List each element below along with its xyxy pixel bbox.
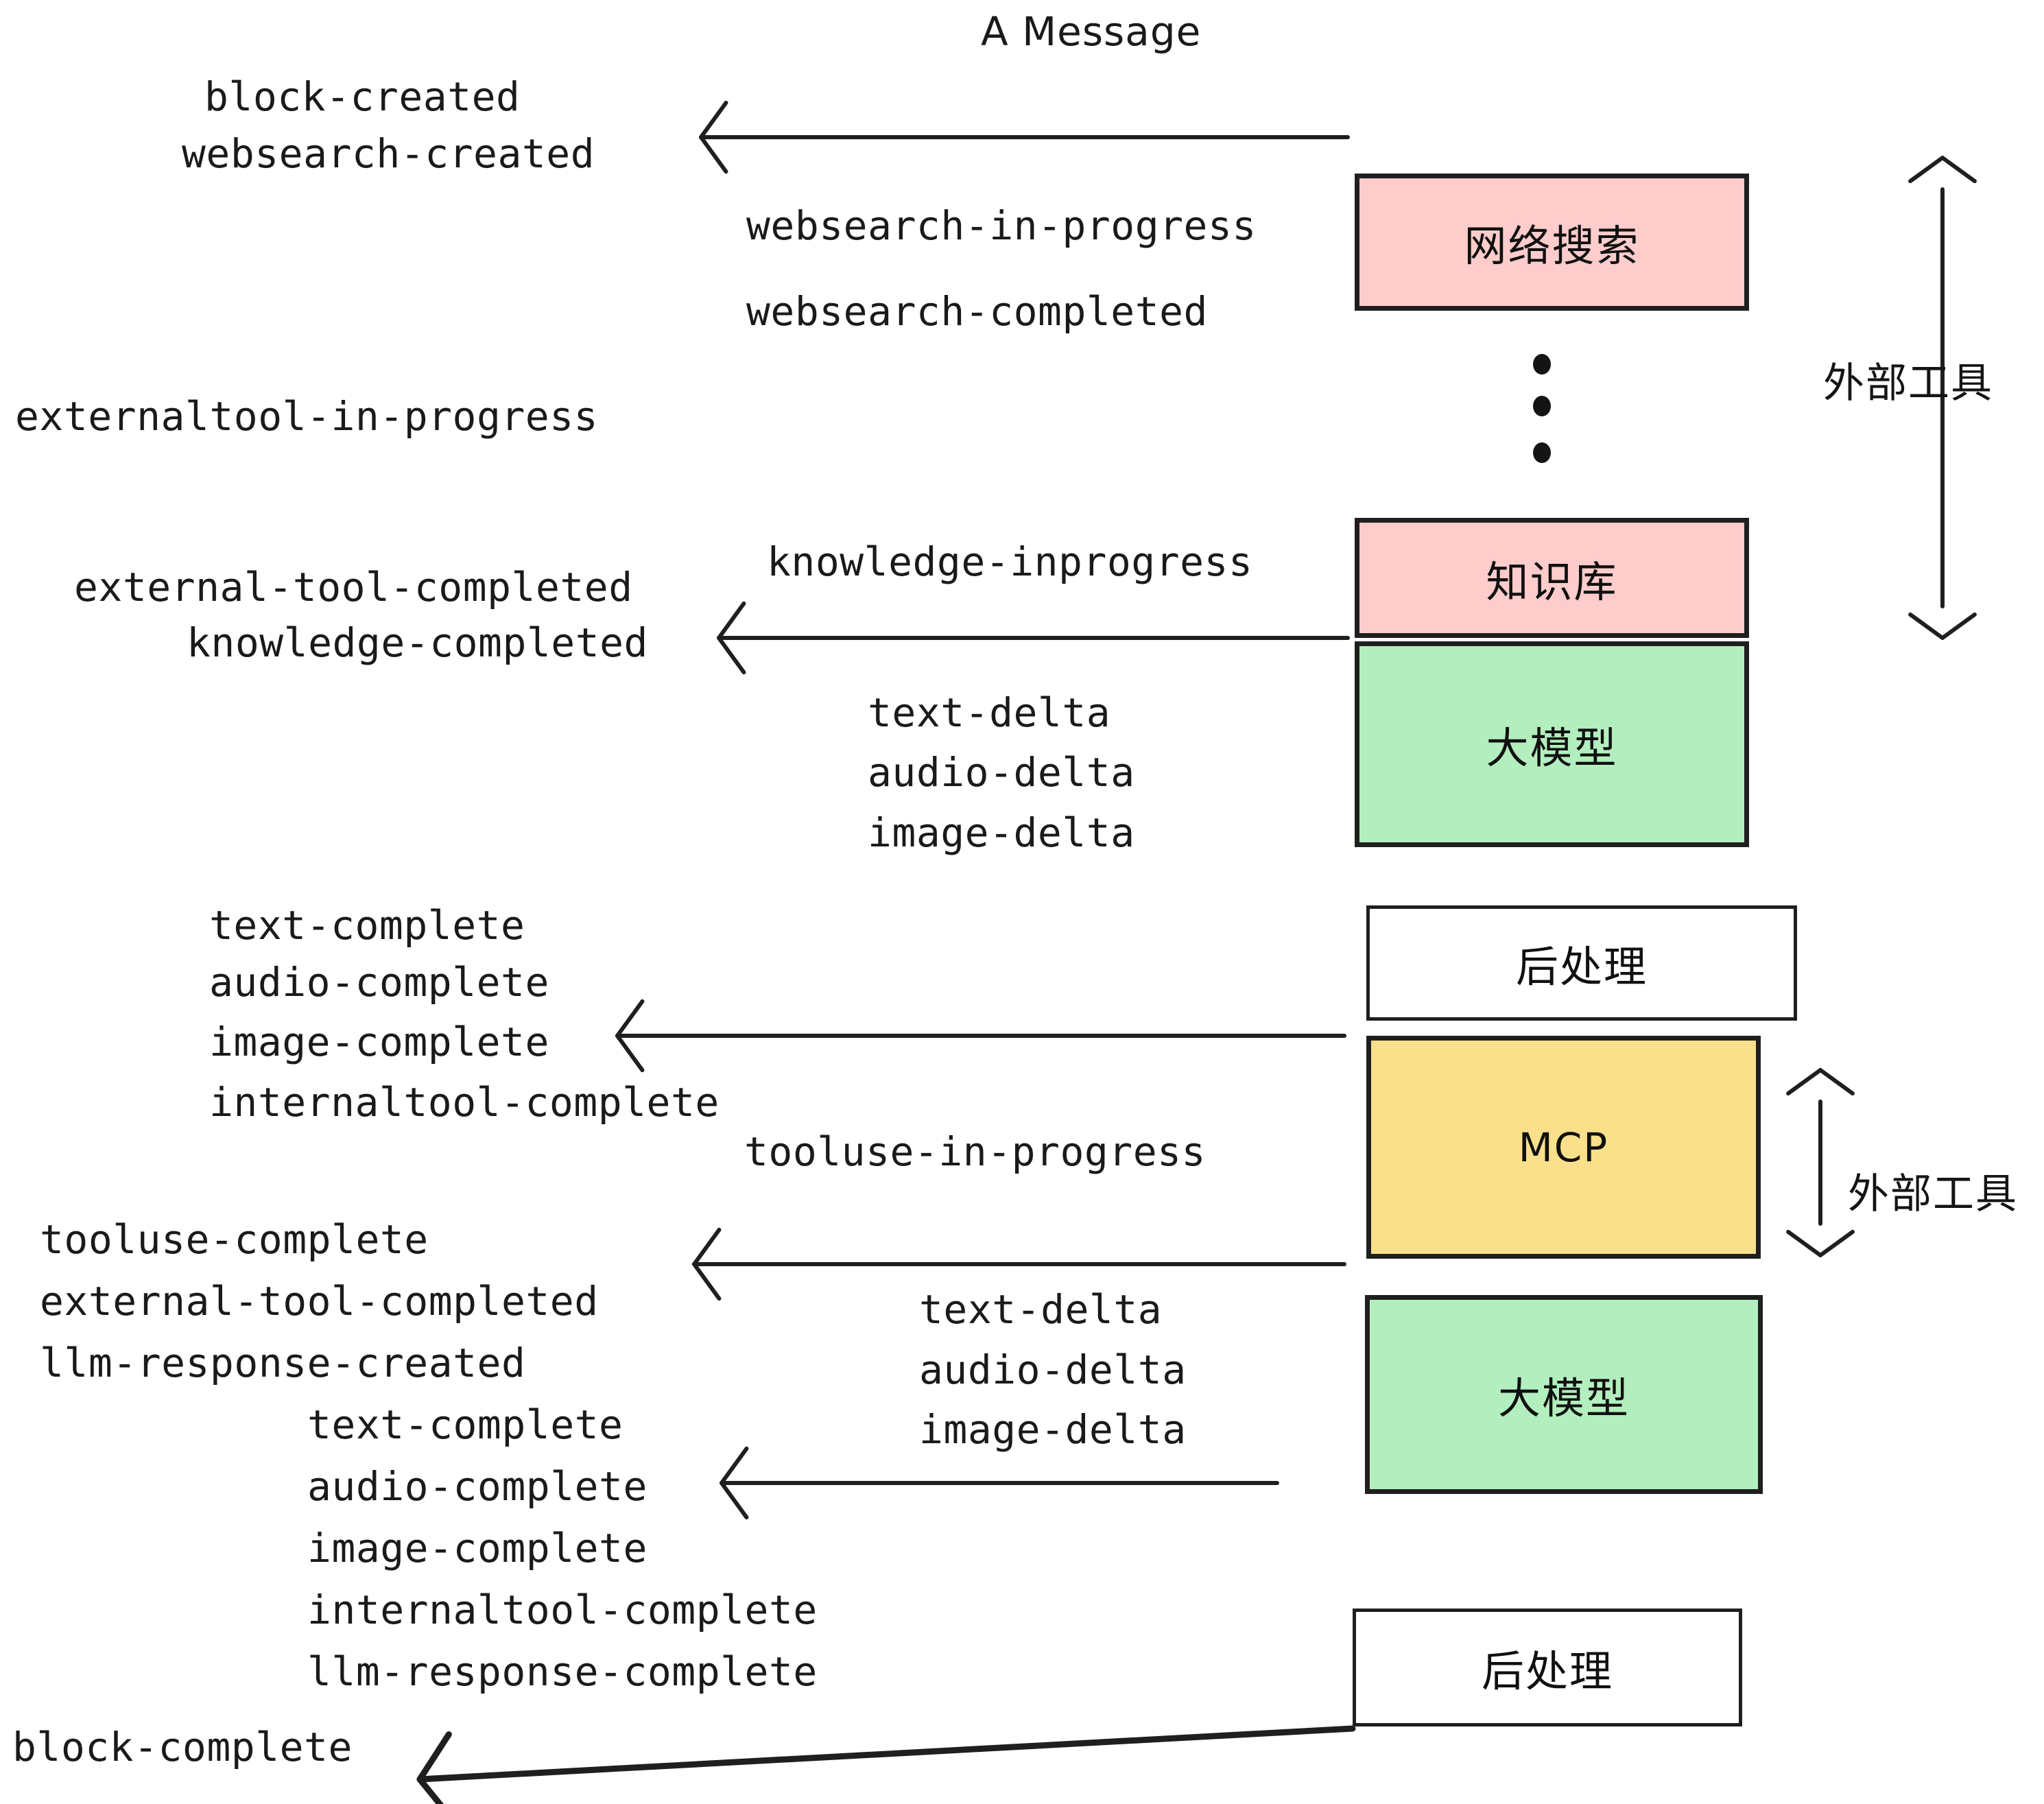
- node-llm-2[interactable]: 大模型: [1365, 1295, 1763, 1494]
- event-label-websearch-completed: websearch-completed: [746, 288, 1208, 335]
- event-label-audio-complete-2: audio-complete: [307, 1463, 647, 1510]
- node-label-mcp: MCP: [1518, 1124, 1609, 1171]
- node-postprocess-2[interactable]: 后处理: [1353, 1609, 1742, 1726]
- bracket-label-external-tools-bottom: 外部工具: [1848, 1170, 2018, 1218]
- event-label-text-complete-2: text-complete: [307, 1401, 623, 1448]
- event-label-websearch-created: websearch-created: [182, 130, 595, 177]
- event-label-externaltool-in-progress: externaltool-in-progress: [15, 393, 599, 440]
- event-label-llm-response-created: llm-response-created: [40, 1340, 526, 1386]
- bracket-label-external-tools-top: 外部工具: [1823, 359, 1993, 407]
- page-title: A Message: [981, 8, 1202, 55]
- event-label-internaltool-complete-1: internaltool-complete: [209, 1079, 720, 1126]
- event-label-websearch-in-progress: websearch-in-progress: [746, 202, 1257, 249]
- node-label-postprocess-1: 后处理: [1515, 942, 1648, 992]
- node-knowledge[interactable]: 知识库: [1355, 518, 1749, 638]
- event-label-external-tool-completed-1: external-tool-completed: [74, 564, 633, 610]
- bracket-arrowhead-down-external-tools-top: [1908, 612, 1977, 640]
- arrow-block-complete: [416, 1725, 1356, 1783]
- event-label-text-delta-1: text-delta: [868, 689, 1111, 736]
- bracket-arrowhead-up-external-tools-top: [1908, 156, 1977, 184]
- event-label-text-complete-1: text-complete: [209, 902, 525, 949]
- node-postprocess-1[interactable]: 后处理: [1366, 905, 1797, 1021]
- node-llm-1[interactable]: 大模型: [1355, 641, 1749, 847]
- ellipsis-dot-2: [1533, 396, 1551, 416]
- arrow-knowledge-completed-head: [717, 601, 746, 675]
- event-label-llm-response-complete: llm-response-complete: [307, 1648, 818, 1695]
- node-mcp[interactable]: MCP: [1366, 1036, 1761, 1259]
- event-label-tooluse-complete: tooluse-complete: [40, 1216, 429, 1263]
- event-label-image-complete-2: image-complete: [307, 1525, 647, 1571]
- ellipsis-dot-1: [1533, 354, 1551, 375]
- arrow-audio-complete-head: [720, 1446, 749, 1520]
- event-label-image-delta-1: image-delta: [868, 809, 1135, 856]
- node-label-knowledge: 知识库: [1486, 556, 1618, 607]
- arrow-tooluse-complete-head: [692, 1227, 722, 1301]
- event-label-image-complete-1: image-complete: [209, 1019, 549, 1065]
- event-label-external-tool-completed-2: external-tool-completed: [40, 1278, 599, 1325]
- arrow-image-complete-head: [615, 999, 645, 1073]
- event-label-block-created: block-created: [204, 73, 521, 120]
- node-websearch[interactable]: 网络搜索: [1355, 174, 1749, 311]
- event-label-block-complete: block-complete: [12, 1724, 353, 1770]
- event-label-audio-delta-1: audio-delta: [868, 749, 1135, 796]
- event-label-image-delta-2: image-delta: [919, 1406, 1187, 1453]
- event-label-audio-complete-1: audio-complete: [209, 959, 549, 1006]
- node-label-postprocess-2: 后处理: [1481, 1646, 1613, 1696]
- event-label-tooluse-in-progress: tooluse-in-progress: [744, 1128, 1206, 1175]
- event-label-knowledge-inprogress: knowledge-inprogress: [767, 538, 1253, 585]
- node-label-llm-2: 大模型: [1497, 1373, 1630, 1423]
- event-label-knowledge-completed: knowledge-completed: [187, 619, 648, 666]
- ellipsis-dot-3: [1533, 442, 1551, 463]
- event-label-text-delta-2: text-delta: [919, 1286, 1163, 1333]
- arrow-block-complete-head: [416, 1731, 452, 1804]
- node-label-llm-1: 大模型: [1486, 723, 1618, 773]
- bracket-arrowhead-up-external-tools-bottom: [1786, 1068, 1855, 1096]
- node-label-websearch: 网络搜索: [1464, 221, 1640, 271]
- arrow-block-created-head: [699, 100, 728, 174]
- bracket-arrowhead-down-external-tools-bottom: [1786, 1229, 1855, 1257]
- event-label-internaltool-complete-2: internaltool-complete: [307, 1587, 818, 1633]
- event-label-audio-delta-2: audio-delta: [919, 1346, 1187, 1393]
